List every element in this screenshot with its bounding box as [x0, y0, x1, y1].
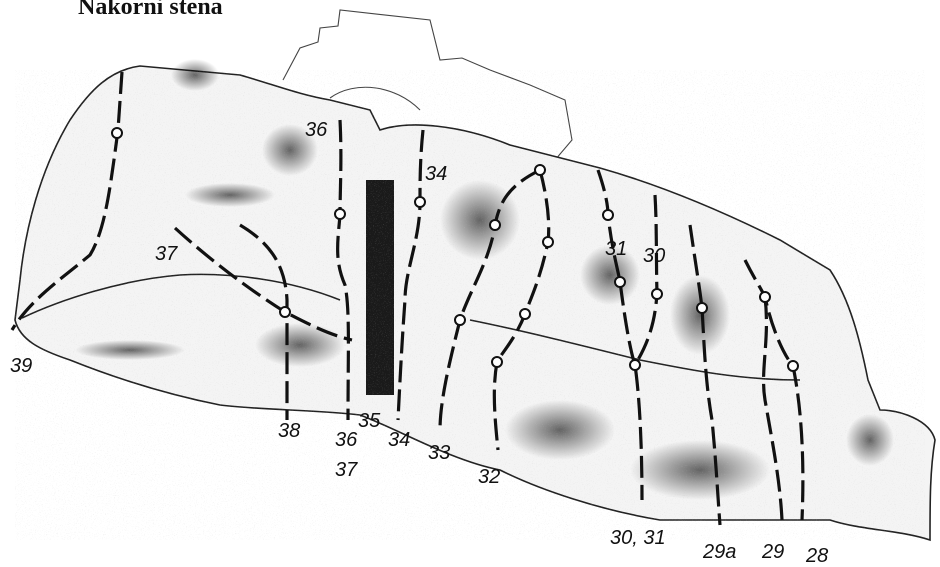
label-38: 38: [278, 420, 300, 442]
marker: [697, 303, 707, 313]
label-35: 35: [358, 410, 381, 432]
figure-title: Nakorni stena: [78, 0, 223, 20]
label-34-bottom: 34: [388, 429, 410, 451]
label-28: 28: [805, 545, 828, 567]
label-29a: 29a: [702, 541, 736, 563]
marker: [455, 315, 465, 325]
marker: [280, 307, 290, 317]
marker: [760, 292, 770, 302]
marker: [603, 210, 613, 220]
label-37-bottom: 37: [335, 459, 358, 481]
marker: [415, 197, 425, 207]
marker: [535, 165, 545, 175]
marker: [615, 277, 625, 287]
label-32: 32: [478, 466, 500, 488]
marker: [490, 220, 500, 230]
marker: [788, 361, 798, 371]
label-30-31: 30, 31: [610, 527, 666, 549]
label-36-bottom: 36: [335, 429, 358, 451]
label-36-top: 36: [305, 119, 328, 141]
marker: [335, 209, 345, 219]
speckle-texture: [15, 70, 925, 540]
label-30-top: 30: [643, 245, 665, 267]
label-34-top: 34: [425, 163, 447, 185]
marker: [520, 309, 530, 319]
marker: [112, 128, 122, 138]
label-31-top: 31: [605, 238, 627, 260]
label-33: 33: [428, 442, 450, 464]
marker: [492, 357, 502, 367]
label-39: 39: [10, 355, 32, 377]
marker: [652, 289, 662, 299]
label-29: 29: [761, 541, 784, 563]
marker: [543, 237, 553, 247]
marker: [630, 360, 640, 370]
label-37-top: 37: [155, 243, 178, 265]
